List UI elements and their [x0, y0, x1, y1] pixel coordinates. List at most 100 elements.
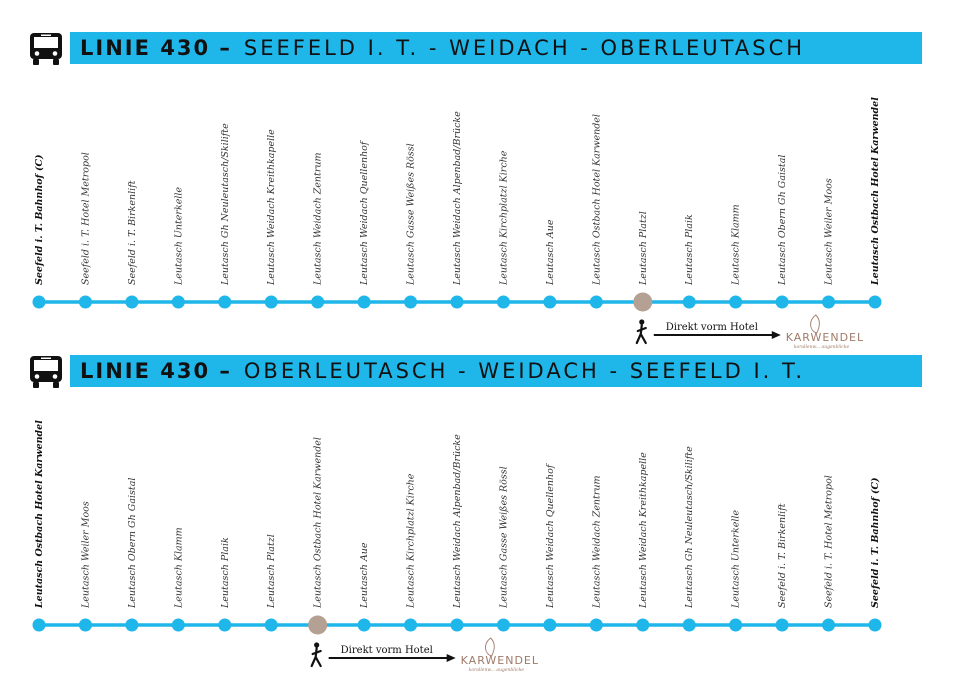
brand-tagline: korallenw... augenblicke [469, 667, 525, 673]
stop-marker [125, 295, 139, 309]
route-header-2: LINIE 430 – OBERLEUTASCH - WEIDACH - SEE… [70, 355, 922, 387]
route-label: SEEFELD I. T. - WEIDACH - OBERLEUTASCH [243, 36, 806, 60]
stop-marker [496, 618, 510, 632]
stop-label: Seefeld i. T. Birkenlift [777, 503, 788, 608]
stop-marker [32, 295, 46, 309]
bus-icon [30, 33, 62, 65]
brand-name: KARWENDEL [461, 654, 539, 667]
walking-person-icon [635, 319, 647, 345]
stop-marker [682, 295, 696, 309]
stop-label: Leutasch Platzl [266, 534, 277, 609]
stop-marker [543, 618, 557, 632]
stop-marker [636, 618, 650, 632]
stop-label: Leutasch Ostbach Hotel Karwendel [591, 114, 602, 286]
brand-tagline: korallenw... augenblicke [794, 344, 850, 350]
stop-label: Leutasch Aue [545, 219, 556, 286]
bus-icon [30, 356, 62, 388]
stop-label: Leutasch Weidach Kreithkapelle [638, 452, 649, 609]
stop-marker [496, 295, 510, 309]
arrow-head-icon [446, 654, 456, 662]
stop-marker [775, 295, 789, 309]
stop-marker [404, 618, 418, 632]
brand-name: KARWENDEL [786, 331, 864, 344]
walking-person-icon [310, 642, 322, 668]
stop-label: Leutasch Weidach Kreithkapelle [266, 129, 277, 286]
stop-marker [78, 618, 92, 632]
stop-marker [264, 618, 278, 632]
line-label: LINIE 430 – [80, 359, 232, 383]
stop-marker [729, 618, 743, 632]
stop-marker [32, 618, 46, 632]
stop-label: Leutasch Weidach Alpenbad/Brücke [452, 111, 463, 286]
stop-label: Seefeld i. T. Birkenlift [127, 180, 138, 285]
stop-marker [357, 618, 371, 632]
stop-label: Leutasch Obern Gh Gaistal [127, 478, 138, 609]
leaf-icon [810, 314, 820, 334]
stop-label: Leutasch Ostbach Hotel Karwendel [34, 420, 45, 609]
stop-label: Leutasch Weidach Quellenhof [545, 463, 556, 609]
stop-label: Seefeld i. T. Bahnhof (C) [34, 154, 45, 285]
stop-label: Leutasch Kirchplatzl Kirche [406, 473, 417, 609]
stop-marker [78, 295, 92, 309]
stop-label: Leutasch Aue [359, 542, 370, 609]
stop-label: Leutasch Klamm [731, 204, 742, 286]
stop-marker [404, 295, 418, 309]
stop-label: Leutasch Gh Neuleutasch/Skilifte [220, 123, 231, 286]
stop-marker [450, 618, 464, 632]
stop-label: Leutasch Weidach Quellenhof [359, 140, 370, 286]
stop-marker [543, 295, 557, 309]
stop-label: Leutasch Plaik [220, 537, 231, 609]
stop-marker [822, 295, 836, 309]
stop-marker [125, 618, 139, 632]
stop-marker [171, 618, 185, 632]
stop-label: Leutasch Weidach Zentrum [313, 152, 324, 286]
hotel-stop-marker [308, 615, 328, 635]
stop-label: Leutasch Kirchplatzl Kirche [498, 150, 509, 286]
line-label: LINIE 430 – [80, 36, 232, 60]
stop-label: Leutasch Gh Neuleutasch/Skilifte [684, 446, 695, 609]
stop-marker [357, 295, 371, 309]
stop-label: Leutasch Unterkelle [173, 187, 184, 286]
stop-label: Seefeld i. T. Hotel Metropol [824, 475, 835, 608]
stop-marker [264, 295, 278, 309]
stop-marker [868, 618, 882, 632]
stop-marker [171, 295, 185, 309]
stop-label: Leutasch Klamm [173, 527, 184, 609]
stop-marker [868, 295, 882, 309]
stop-marker [822, 618, 836, 632]
stop-marker [729, 295, 743, 309]
stop-label: Leutasch Platzl [638, 211, 649, 286]
arrow-head-icon [771, 331, 781, 339]
walk-label: Direkt vorm Hotel [341, 645, 433, 656]
stop-marker [682, 618, 696, 632]
leaf-icon [485, 637, 495, 657]
walk-label: Direkt vorm Hotel [666, 322, 758, 333]
stop-marker [589, 295, 603, 309]
stop-label: Seefeld i. T. Hotel Metropol [80, 152, 91, 285]
stop-label: Leutasch Weiler Moos [80, 501, 91, 609]
stop-label: Leutasch Plaik [684, 214, 695, 286]
hotel-stop-marker [633, 292, 653, 312]
stop-label: Leutasch Ostbach Hotel Karwendel [313, 437, 324, 609]
stop-label: Seefeld i. T. Bahnhof (C) [870, 477, 881, 608]
stop-label: Leutasch Ostbach Hotel Karwendel [870, 97, 881, 286]
stop-marker [450, 295, 464, 309]
stop-marker [218, 618, 232, 632]
stop-label: Leutasch Obern Gh Gaistal [777, 155, 788, 286]
route-header-1: LINIE 430 – SEEFELD I. T. - WEIDACH - OB… [70, 32, 922, 64]
stop-label: Leutasch Gasse Weißes Rössl [406, 143, 417, 286]
stop-label: Leutasch Weiler Moos [824, 178, 835, 286]
stop-marker [775, 618, 789, 632]
stop-label: Leutasch Unterkelle [731, 510, 742, 609]
stop-marker [589, 618, 603, 632]
stop-label: Leutasch Weidach Alpenbad/Brücke [452, 434, 463, 609]
stop-label: Leutasch Gasse Weißes Rössl [498, 466, 509, 609]
route-label: OBERLEUTASCH - WEIDACH - SEEFELD I. T. [243, 359, 806, 383]
stop-marker [218, 295, 232, 309]
route-section-1: Seefeld i. T. Bahnhof (C) Seefeld i. T. H… [32, 97, 882, 350]
stop-marker [311, 295, 325, 309]
